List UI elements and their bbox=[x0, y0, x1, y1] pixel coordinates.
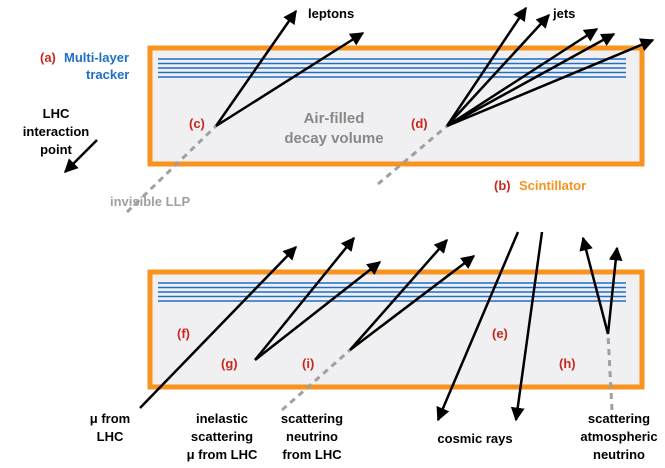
tag-h: (h) bbox=[559, 356, 576, 371]
jet-tracks bbox=[445, 6, 655, 128]
lhc-label-line2: interaction bbox=[23, 124, 90, 139]
jet-arrow-3 bbox=[446, 27, 599, 128]
atmospheric-label-line3: neutrino bbox=[593, 447, 645, 462]
tracker-label-line1: Multi-layer bbox=[64, 50, 129, 65]
invisible-llp-label: invisible LLP bbox=[110, 194, 191, 209]
jet-arrow-1 bbox=[445, 6, 528, 127]
neutrino-arrow-2 bbox=[349, 255, 476, 351]
atmospheric-arrow-1 bbox=[579, 236, 610, 335]
tag-b: (b) bbox=[494, 178, 511, 193]
lhc-label-line3: point bbox=[40, 142, 72, 157]
jet-arrow-2 bbox=[446, 13, 550, 127]
bottom-decay-volume-box bbox=[147, 269, 645, 390]
mu-track-arrow bbox=[139, 246, 297, 409]
lhc-label-line1: LHC bbox=[43, 106, 70, 121]
llp-dashed-line-c bbox=[125, 124, 218, 214]
inelastic-arrow-2 bbox=[254, 261, 382, 361]
top-detector-panel: (a) Multi-layer tracker LHC interaction … bbox=[23, 6, 655, 214]
jets-label: jets bbox=[552, 6, 575, 21]
bottom-detector-panel: (f) (g) (i) (e) (h) μ from LHC inelastic… bbox=[90, 231, 658, 462]
atmospheric-arrow-2 bbox=[606, 246, 623, 335]
neutrino-arrow-1 bbox=[349, 238, 448, 351]
tracker-label-line2: tracker bbox=[86, 67, 129, 82]
tag-g: (g) bbox=[221, 356, 238, 371]
tag-f: (f) bbox=[177, 326, 190, 341]
cosmic-rays-label: cosmic rays bbox=[437, 431, 512, 446]
jet-arrow-5 bbox=[446, 38, 655, 128]
volume-label-line2: decay volume bbox=[284, 130, 383, 147]
inelastic-arrow-1 bbox=[254, 236, 355, 361]
top-decay-volume-box bbox=[147, 45, 645, 167]
atmospheric-neutrino-dashed-line bbox=[606, 333, 614, 411]
inelastic-label-line3: μ from LHC bbox=[187, 447, 258, 462]
lepton-tracks bbox=[214, 9, 365, 128]
llp-dashed-line-d bbox=[377, 124, 448, 186]
mu-label-line2: LHC bbox=[97, 429, 124, 444]
atmospheric-label-line1: scattering bbox=[588, 411, 650, 426]
tag-e: (e) bbox=[492, 326, 508, 341]
lhc-neutrino-dashed-line bbox=[281, 348, 351, 412]
leptons-label: leptons bbox=[308, 6, 354, 21]
neutrino-label-line3: from LHC bbox=[282, 447, 342, 462]
scintillator-label: Scintillator bbox=[519, 178, 586, 193]
lhc-direction-arrow bbox=[64, 139, 98, 173]
volume-label-line1: Air-filled bbox=[304, 110, 365, 127]
cosmic-ray-arrow-2 bbox=[510, 231, 544, 422]
tag-d: (d) bbox=[411, 116, 428, 131]
cosmic-ray-arrow-1 bbox=[436, 231, 520, 422]
neutrino-label-line2: neutrino bbox=[286, 429, 338, 444]
top-tracker-layers bbox=[158, 58, 626, 78]
neutrino-label-line1: scattering bbox=[281, 411, 343, 426]
tag-i: (i) bbox=[302, 356, 314, 371]
lepton-arrow-2 bbox=[215, 31, 365, 128]
lepton-arrow-1 bbox=[214, 9, 298, 127]
inelastic-label-line1: inelastic bbox=[196, 411, 248, 426]
atmospheric-label-line2: atmospheric bbox=[580, 429, 657, 444]
tag-a: (a) bbox=[40, 50, 56, 65]
tag-c: (c) bbox=[189, 116, 205, 131]
jet-arrow-4 bbox=[446, 32, 616, 128]
inelastic-label-line2: scattering bbox=[191, 429, 253, 444]
mu-label-line1: μ from bbox=[90, 411, 130, 426]
